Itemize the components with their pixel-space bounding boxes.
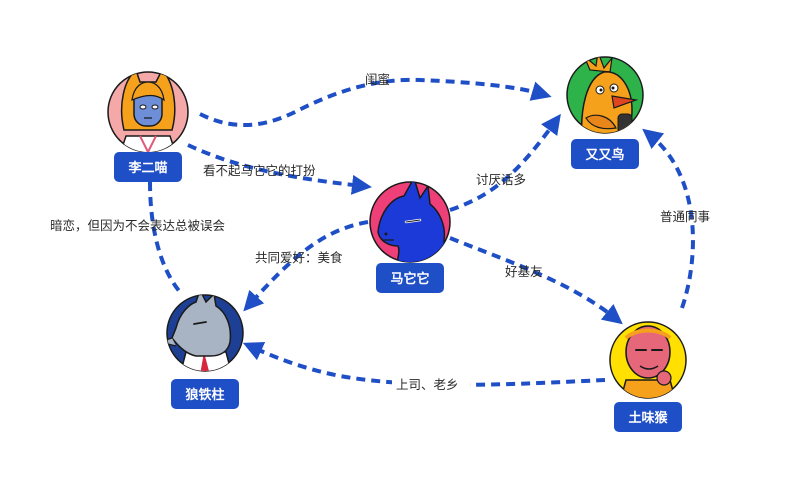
badge-lierlmiao: 李二喵 (114, 152, 182, 182)
badge-tuweihou: 土味猴 (614, 402, 682, 432)
orange-cat-avatar-icon (116, 72, 180, 152)
label-taoyan: 讨厌话多 (476, 172, 526, 187)
node-tuweihou[interactable] (609, 321, 687, 402)
label-haojiyou: 好基友 (505, 264, 543, 279)
badge-matata: 马它它 (376, 263, 444, 293)
edge-haojiyou (449, 236, 623, 325)
edge-taoyan (449, 113, 561, 212)
pink-monkey-avatar-icon (619, 325, 677, 398)
edge-shangsi (242, 341, 606, 387)
label-guimi: 闺蜜 (365, 72, 390, 87)
name-matata: 马它它 (390, 271, 429, 287)
badge-langtiezhu: 狼铁柱 (171, 379, 239, 409)
edge-kanbuqi (187, 143, 372, 195)
node-lierlmiao[interactable] (107, 70, 189, 160)
edge-putong (642, 128, 695, 309)
label-shangsi: 上司、老乡 (396, 377, 459, 392)
label-putong: 普通同事 (660, 209, 710, 224)
node-langtiezhu[interactable] (159, 290, 244, 375)
blue-horse-avatar-icon (377, 182, 447, 262)
name-lierlmiao: 李二喵 (127, 160, 167, 176)
label-anlian: 暗恋，但因为不会表达总被误会 (50, 218, 226, 233)
edges (148, 77, 695, 387)
label-gongtong: 共同爱好：美食 (255, 250, 343, 265)
edge-guimi (199, 77, 552, 128)
label-shangsi-bg (392, 374, 470, 394)
edge-labels: 闺蜜 看不起马它它的打扮 讨厌话多 暗恋，但因为不会表达总被误会 共同爱好：美食… (50, 72, 710, 394)
orange-bird-avatar-icon (580, 57, 639, 133)
edge-anlian (148, 181, 182, 294)
node-matata[interactable] (369, 178, 451, 268)
edge-gongtong (243, 220, 369, 312)
name-youyouniao: 又又鸟 (584, 147, 624, 163)
node-youyouniao[interactable] (566, 52, 644, 140)
name-tuweihou: 土味猴 (628, 410, 668, 426)
badge-youyouniao: 又又鸟 (571, 139, 639, 169)
label-kanbuqi: 看不起马它它的打扮 (203, 163, 316, 178)
name-langtiezhu: 狼铁柱 (184, 387, 224, 403)
